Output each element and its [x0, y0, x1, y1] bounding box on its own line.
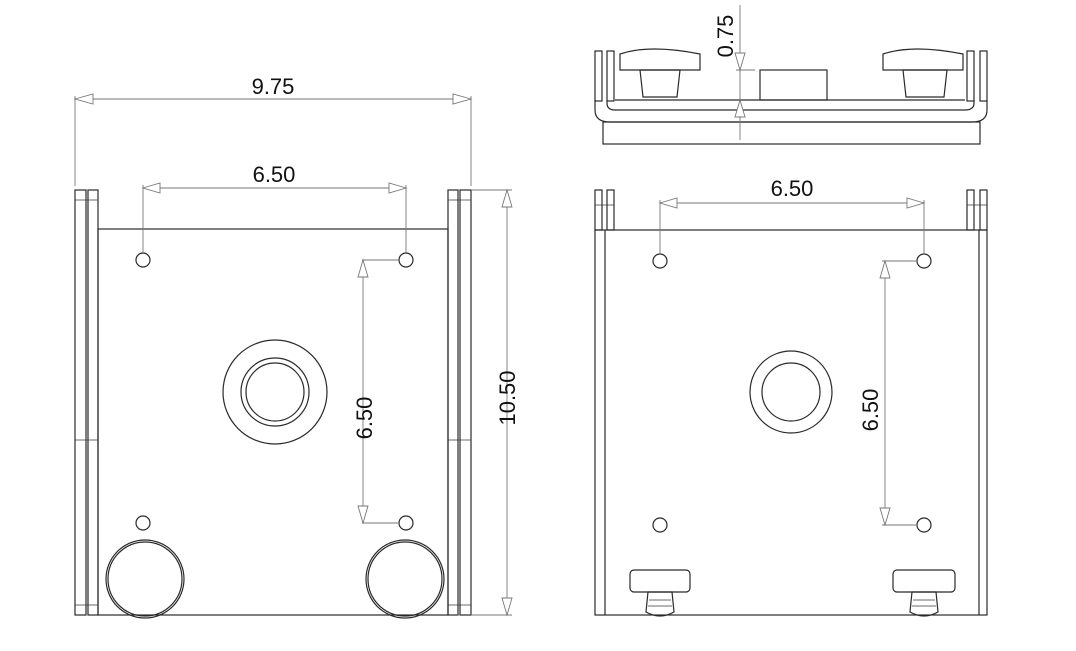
dimension-hole-spacing-vertical-rear: 6.50 — [858, 259, 917, 527]
dim-label-overall-height: 10.50 — [495, 370, 520, 425]
top-view — [594, 48, 988, 145]
dim-label-hole-spacing-vertical-rear: 6.50 — [858, 389, 883, 432]
dimension-overall-width: 9.75 — [73, 74, 473, 186]
rear-view — [594, 189, 988, 617]
front-view — [74, 189, 472, 619]
dimension-hole-spacing-horizontal-rear: 6.50 — [658, 176, 926, 254]
dimension-clearance: 0.75 — [713, 5, 755, 140]
dim-label-hole-spacing-horizontal-rear: 6.50 — [771, 176, 814, 201]
dim-label-hole-spacing-vertical-front: 6.50 — [352, 397, 377, 440]
dimension-hole-spacing-vertical-front: 6.50 — [352, 258, 399, 525]
dimension-hole-spacing-horizontal-front: 6.50 — [141, 162, 408, 253]
dim-label-overall-width: 9.75 — [252, 74, 295, 99]
dim-label-hole-spacing-horizontal-front: 6.50 — [253, 162, 296, 187]
dim-label-clearance: 0.75 — [713, 15, 738, 58]
dimension-overall-height: 10.50 — [471, 188, 520, 617]
